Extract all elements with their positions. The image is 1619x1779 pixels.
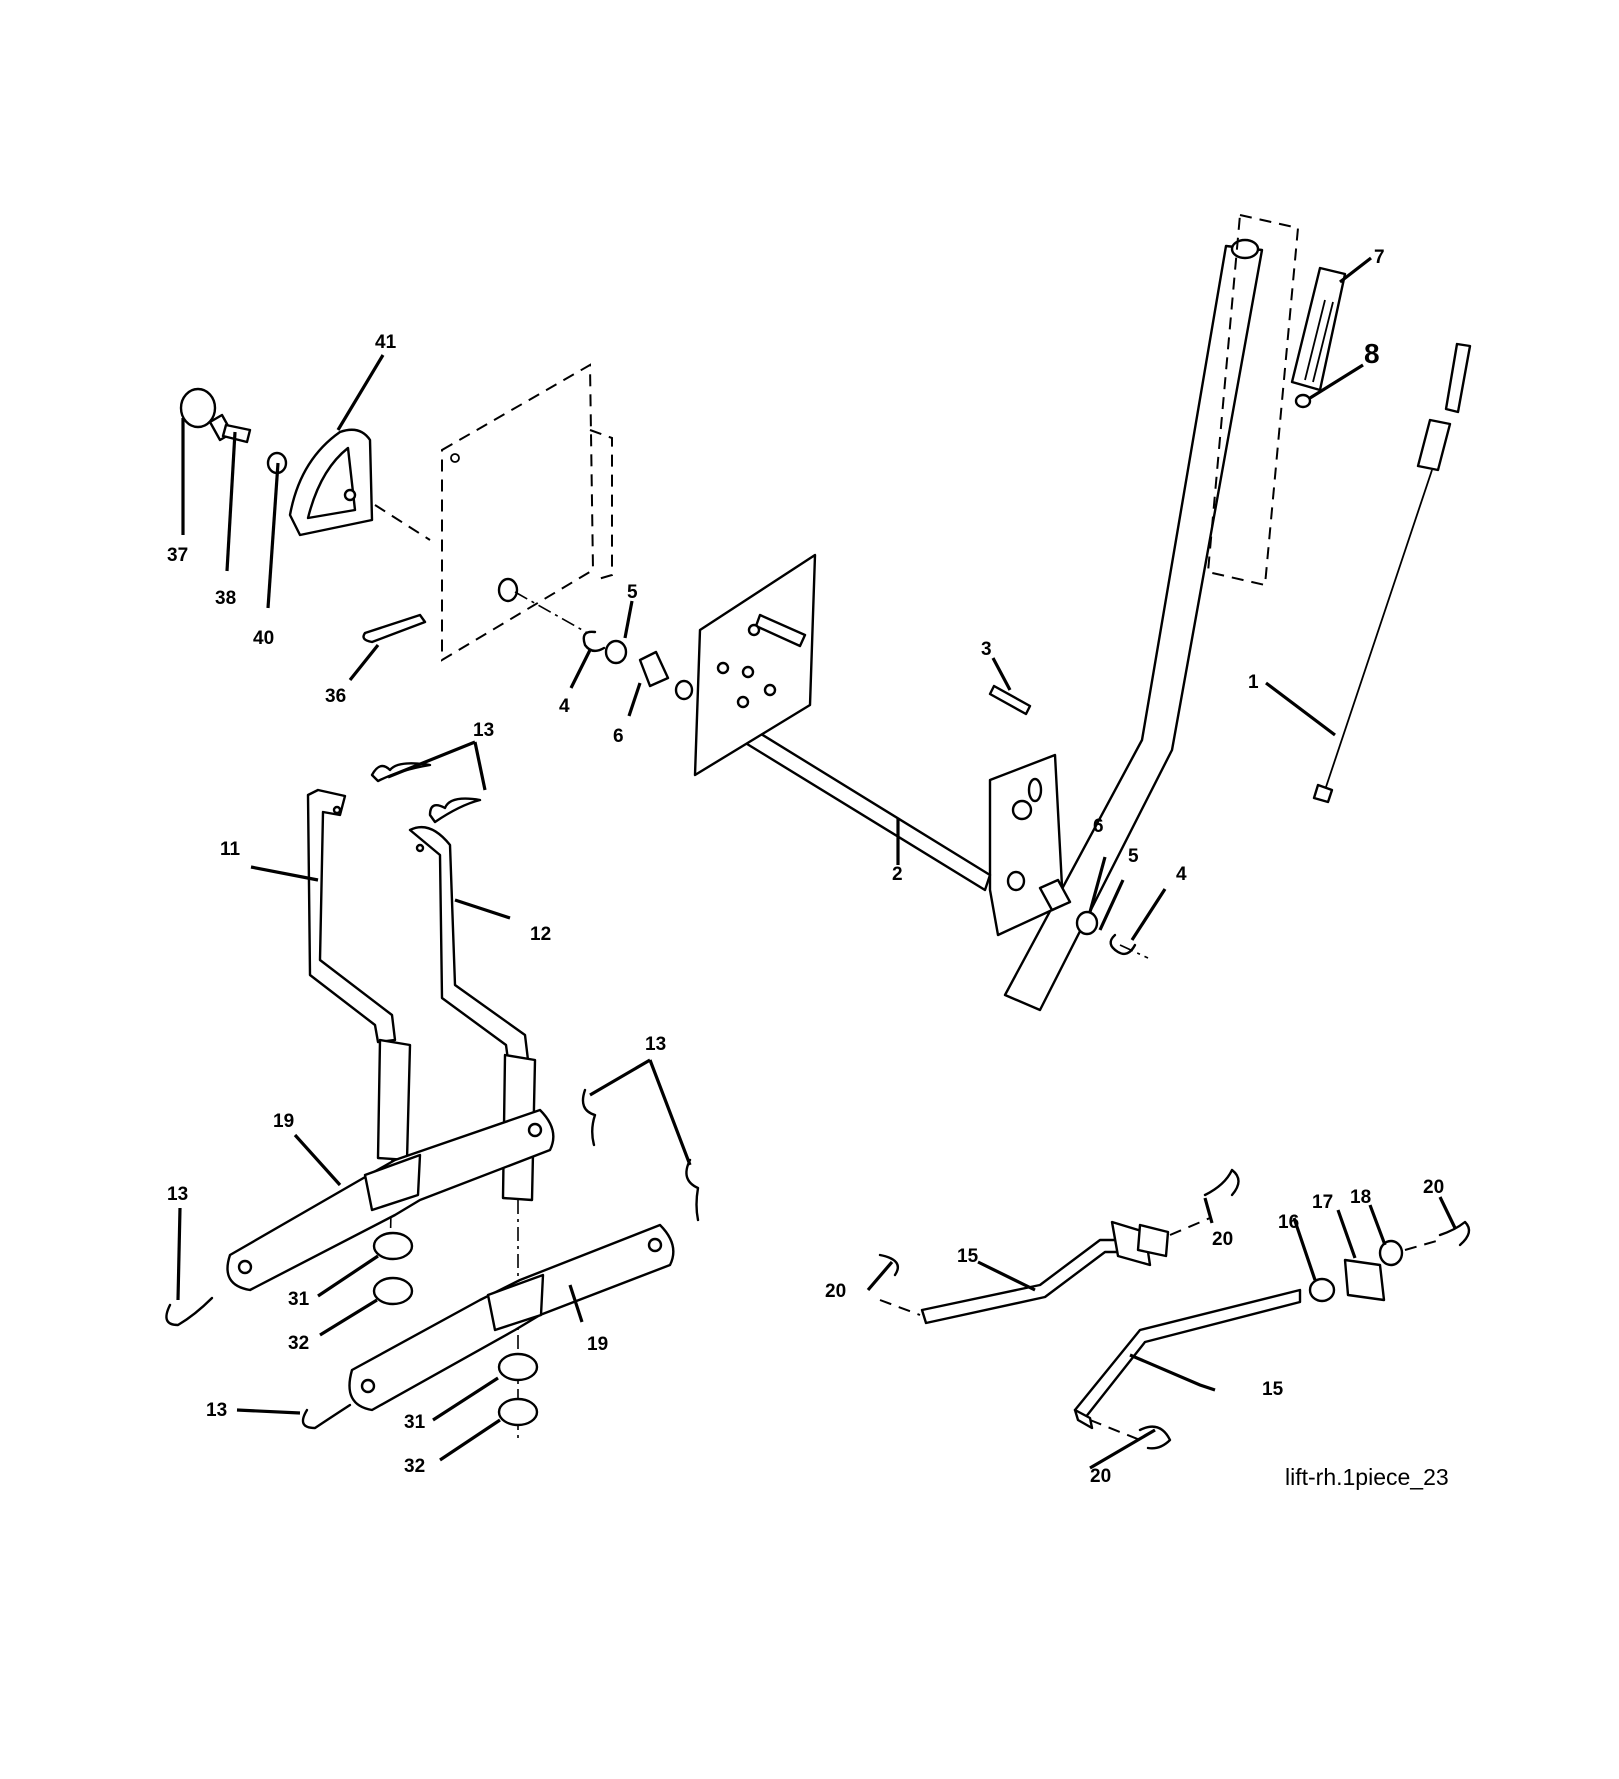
lock-nut-part-lower: [497, 1397, 539, 1427]
leader-lines: [176, 256, 1457, 1470]
flange-bushing-part-left: [638, 650, 670, 688]
callout-13-right: 13: [645, 1034, 666, 1055]
callout-6-left: 6: [613, 726, 624, 747]
clevis-pin-upper-right: [1203, 1168, 1240, 1197]
e-clip-part-left: [582, 630, 606, 653]
flat-washer-part-left: [604, 639, 628, 665]
callout-3: 3: [981, 639, 992, 660]
shoulder-bolt-part: [208, 413, 252, 444]
handle-grip-part: [1290, 266, 1347, 392]
shaft-axis-line-right: [1119, 944, 1149, 959]
callout-38: 38: [215, 588, 236, 609]
callout-11: 11: [220, 839, 241, 860]
callout-5-right: 5: [1128, 846, 1139, 867]
callout-20-bottom: 20: [1090, 1466, 1111, 1487]
callout-8: 8: [1364, 338, 1380, 369]
callout-13-left: 13: [167, 1184, 188, 1205]
wedge-bracket-part: [288, 428, 431, 541]
clevis-pin-trunnion: [1438, 1220, 1471, 1247]
callout-37: 37: [167, 545, 188, 566]
callout-17: 17: [1312, 1192, 1333, 1213]
shaft-mount-plate-part: [693, 553, 817, 777]
callout-5-left: 5: [627, 582, 638, 603]
frame-plate-outline: [441, 363, 613, 662]
shaft-collar-part-right: [1006, 870, 1026, 892]
flat-washer-part-right: [1075, 910, 1099, 936]
grip-plug-part: [1294, 393, 1312, 409]
adjust-rod-upper-part: [920, 1220, 1170, 1325]
lift-spring-rod-part: [1312, 342, 1472, 804]
callout-32-lower: 32: [404, 1456, 425, 1477]
callout-16: 16: [1278, 1212, 1299, 1233]
callout-13-bottom: 13: [206, 1400, 227, 1421]
hair-pin-clip-1: [581, 1088, 597, 1147]
adjust-rod-lower-part: [1073, 1288, 1302, 1430]
spring-hook-part: [362, 613, 427, 644]
trunnion-dash: [1404, 1239, 1441, 1251]
callout-1: 1: [1248, 672, 1259, 693]
callout-32-upper: 32: [288, 1333, 309, 1354]
frame-bushing-part: [497, 577, 519, 603]
roll-pin-part: [988, 684, 1032, 716]
callout-20-left: 20: [825, 1281, 846, 1302]
shaft-collar-part-left: [674, 679, 694, 701]
retaining-ring-part: [179, 387, 217, 429]
callout-18: 18: [1350, 1187, 1371, 1208]
hair-pin-clip-3: [165, 1296, 214, 1327]
callout-19-lower: 19: [587, 1334, 608, 1355]
lift-arm-lower-part: [348, 1223, 675, 1412]
callout-20-upper: 20: [1212, 1229, 1233, 1250]
hair-pin-clip-2: [685, 1158, 700, 1222]
lift-handle-part: [1003, 213, 1300, 1012]
callout-31-upper: 31: [288, 1289, 310, 1310]
diagram-caption: lift-rh.1piece_23: [1285, 1464, 1449, 1490]
hair-pin-clip-top-2: [428, 797, 482, 824]
callout-15-lower: 15: [1262, 1379, 1284, 1400]
clevis-pin-lower: [1138, 1425, 1172, 1450]
callout-7: 7: [1374, 247, 1385, 268]
spacer-part-lower: [497, 1352, 539, 1382]
callout-12: 12: [530, 924, 551, 945]
callout-13-top: 13: [473, 720, 494, 741]
callout-4-right: 4: [1176, 864, 1187, 885]
lift-arm-upper-part: [226, 1108, 555, 1292]
callout-labels: 7 8 1 2 3 4 5 6 6 5 4 41 37 38 40 36 13 …: [167, 247, 1444, 1487]
callout-2: 2: [892, 864, 903, 885]
lift-link-left-part: [306, 788, 412, 1162]
callout-36: 36: [325, 686, 346, 707]
lock-nut-part-upper: [372, 1276, 414, 1306]
spacer-part-upper: [372, 1231, 414, 1261]
trunnion-part: [1343, 1258, 1386, 1302]
callout-31-lower: 31: [404, 1412, 426, 1433]
callout-41: 41: [375, 332, 397, 353]
flange-bushing-part-right: [1038, 878, 1072, 912]
callout-40: 40: [253, 628, 274, 649]
lock-nut-part-trunnion: [1378, 1239, 1404, 1267]
adjust-rod-upper-dash-end: [879, 1299, 921, 1316]
hair-pin-clip-4: [301, 1403, 352, 1430]
callout-4-left: 4: [559, 696, 570, 717]
callout-15-upper: 15: [957, 1246, 979, 1267]
callout-6-right: 6: [1093, 816, 1104, 837]
callout-20-right: 20: [1423, 1177, 1444, 1198]
callout-19-upper: 19: [273, 1111, 294, 1132]
adjust-rod-lower-dash: [1089, 1419, 1141, 1441]
jam-nut-part: [1308, 1277, 1336, 1303]
adjust-rod-upper-dash: [1169, 1217, 1211, 1236]
